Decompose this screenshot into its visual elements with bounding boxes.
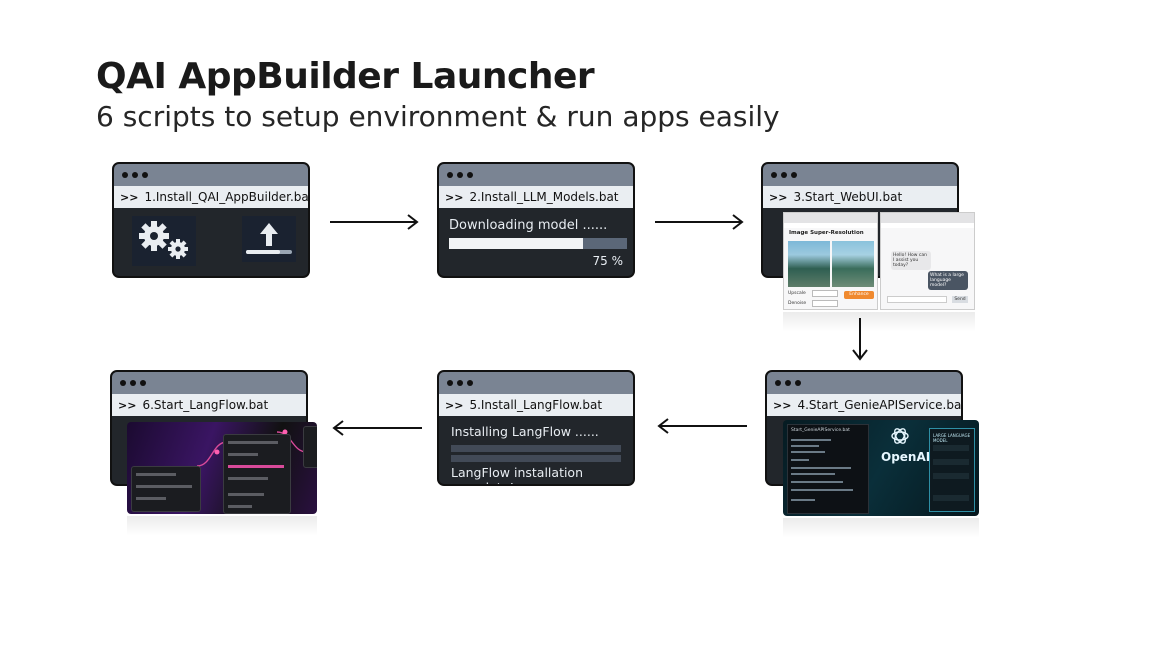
enhance-button[interactable]: Enhance xyxy=(844,291,874,299)
window-titlebar xyxy=(763,164,957,186)
install-progress-bar xyxy=(451,445,621,452)
assistant-message: Hello! How can I assist you today? xyxy=(891,251,931,270)
langflow-screenshot xyxy=(127,422,317,514)
arrow-right-icon xyxy=(655,214,744,230)
arrow-left-icon xyxy=(332,420,422,436)
flow-node[interactable] xyxy=(131,466,201,512)
send-button[interactable]: Send xyxy=(952,296,968,303)
arrow-right-icon xyxy=(330,214,419,230)
screenshot-reflection xyxy=(783,312,975,332)
openai-logo-icon xyxy=(891,428,909,444)
page-subtitle: 6 scripts to setup environment & run app… xyxy=(96,100,780,133)
super-resolution-title: Image Super-Resolution xyxy=(789,230,864,236)
window-titlebar xyxy=(767,372,961,394)
enhanced-image xyxy=(832,241,874,287)
step-3-label-bar: >>3.Start_WebUI.bat xyxy=(763,186,957,208)
arrow-left-icon xyxy=(657,418,747,434)
step-5-window: >>5.Install_LangFlow.bat Installing Lang… xyxy=(437,370,635,486)
step-2-label: 2.Install_LLM_Models.bat xyxy=(469,190,619,204)
download-status: Downloading model ...... xyxy=(449,218,608,233)
screenshot-reflection xyxy=(783,518,979,538)
download-percent: 75 % xyxy=(592,254,624,268)
denoise-input[interactable] xyxy=(812,300,838,307)
flow-node[interactable] xyxy=(303,426,317,468)
step-5-label: 5.Install_LangFlow.bat xyxy=(469,398,603,412)
gears-icon xyxy=(132,216,196,266)
original-image xyxy=(788,241,830,287)
window-titlebar xyxy=(114,164,308,186)
openai-brand: OpenAI xyxy=(881,450,931,464)
step-1-window: >>1.Install_QAI_AppBuilder.bat xyxy=(112,162,310,278)
step-3-label: 3.Start_WebUI.bat xyxy=(793,190,903,204)
step-6-label: 6.Start_LangFlow.bat xyxy=(142,398,269,412)
window-titlebar xyxy=(112,372,306,394)
step-1-label-bar: >>1.Install_QAI_AppBuilder.bat xyxy=(114,186,308,208)
step-4-label: 4.Start_GenieAPIService.bat xyxy=(797,398,963,412)
step-5-label-bar: >>5.Install_LangFlow.bat xyxy=(439,394,633,416)
download-progress-bar xyxy=(449,238,627,249)
upload-icon xyxy=(242,216,296,262)
super-resolution-panel: Image Super-Resolution Upscale Denoise E… xyxy=(783,212,878,310)
window-titlebar xyxy=(439,372,633,394)
chatbot-panel: Hello! How can I assist you today? What … xyxy=(880,212,975,310)
window-titlebar xyxy=(439,164,633,186)
arrow-down-icon xyxy=(852,318,868,361)
step-6-label-bar: >>6.Start_LangFlow.bat xyxy=(112,394,306,416)
side-panel-title: LARGE LANGUAGE MODEL xyxy=(933,433,971,443)
chat-input[interactable] xyxy=(887,296,947,303)
flow-node[interactable] xyxy=(223,434,291,514)
screenshot-reflection xyxy=(127,516,317,536)
step-4-label-bar: >>4.Start_GenieAPIService.bat xyxy=(767,394,961,416)
install-complete-message: LangFlow installation complete! xyxy=(451,465,584,484)
step-2-window: >>2.Install_LLM_Models.bat Downloading m… xyxy=(437,162,635,278)
step-2-label-bar: >>2.Install_LLM_Models.bat xyxy=(439,186,633,208)
chat-side-panel: LARGE LANGUAGE MODEL xyxy=(929,428,975,512)
install-status: Installing LangFlow ...... xyxy=(451,424,599,439)
step-1-label: 1.Install_QAI_AppBuilder.bat xyxy=(144,190,310,204)
denoise-label: Denoise xyxy=(788,301,807,306)
webui-screenshot: Image Super-Resolution Upscale Denoise E… xyxy=(783,212,975,310)
install-progress-bar xyxy=(451,455,621,462)
code-editor: Start_GenieAPIService.bat xyxy=(787,424,869,514)
upscale-label: Upscale xyxy=(788,291,806,296)
code-editor-title: Start_GenieAPIService.bat xyxy=(791,428,850,433)
genie-api-screenshot: Start_GenieAPIService.bat OpenAI LARGE L… xyxy=(783,420,979,516)
page-title: QAI AppBuilder Launcher xyxy=(96,56,595,97)
upscale-select[interactable] xyxy=(812,290,838,297)
download-progress-fill xyxy=(449,238,583,249)
user-message: What is a large language model? xyxy=(928,271,968,290)
